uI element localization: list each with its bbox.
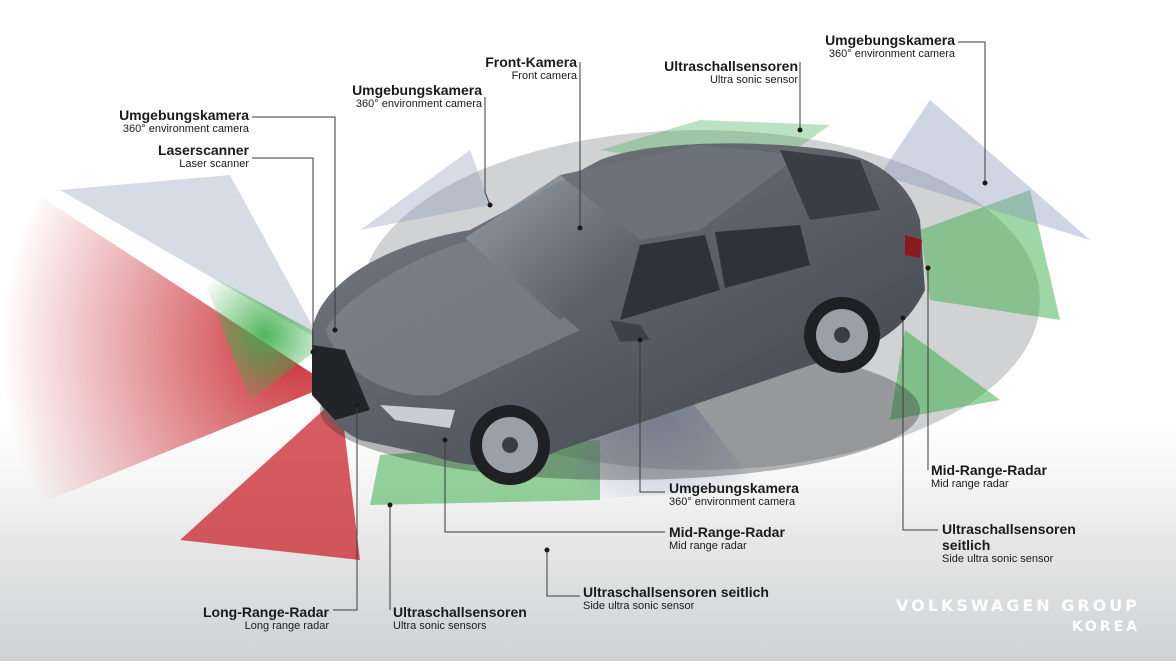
label-mid-range-radar-rear: Mid-Range-Radar Mid range radar [931,462,1047,491]
label-env-camera-left: Umgebungskamera 360° environment camera [119,107,249,136]
long-range-radar-beam [0,170,330,520]
leader-lines [252,41,986,611]
label-ultrasonic-top: Ultraschallsensoren Ultra sonic sensor [664,58,798,87]
ultrasonic-rear-zone [920,190,1060,320]
laserscanner-beam [60,175,320,340]
label-mid-range-radar-front: Mid-Range-Radar Mid range radar [669,524,785,553]
label-laserscanner: Laserscanner Laser scanner [157,142,249,171]
label-env-camera-mirror-top: Umgebungskamera 360° environment camera [352,82,482,111]
car [312,143,925,485]
sensor-dots [310,127,988,553]
ultrasonic-front-zone [200,270,330,400]
label-ultrasonic-side: Ultraschallsensoren seitlich Side ultra … [583,584,769,613]
front-mirror-camera-beam [360,150,490,230]
label-long-range-radar: Long-Range-Radar Long range radar [203,604,329,633]
volkswagen-group-korea-logo: VOLKSWAGEN GROUP KOREA [896,596,1140,635]
ultrasonic-rear-lower-zone [890,330,1000,420]
side-camera-beam [560,335,760,500]
label-ultrasonic-front: Ultraschallsensoren Ultra sonic sensors [393,604,527,633]
label-env-camera-mirror-bottom: Umgebungskamera 360° environment camera [669,480,799,509]
label-side-ultrasonic-rear: Ultraschallsensoren seitlich Side ultra … [942,521,1076,566]
label-env-camera-rear: Umgebungskamera 360° environment camera [825,32,955,61]
long-range-radar-beam-lower [180,395,360,560]
label-front-camera: Front-Kamera Front camera [485,54,577,83]
